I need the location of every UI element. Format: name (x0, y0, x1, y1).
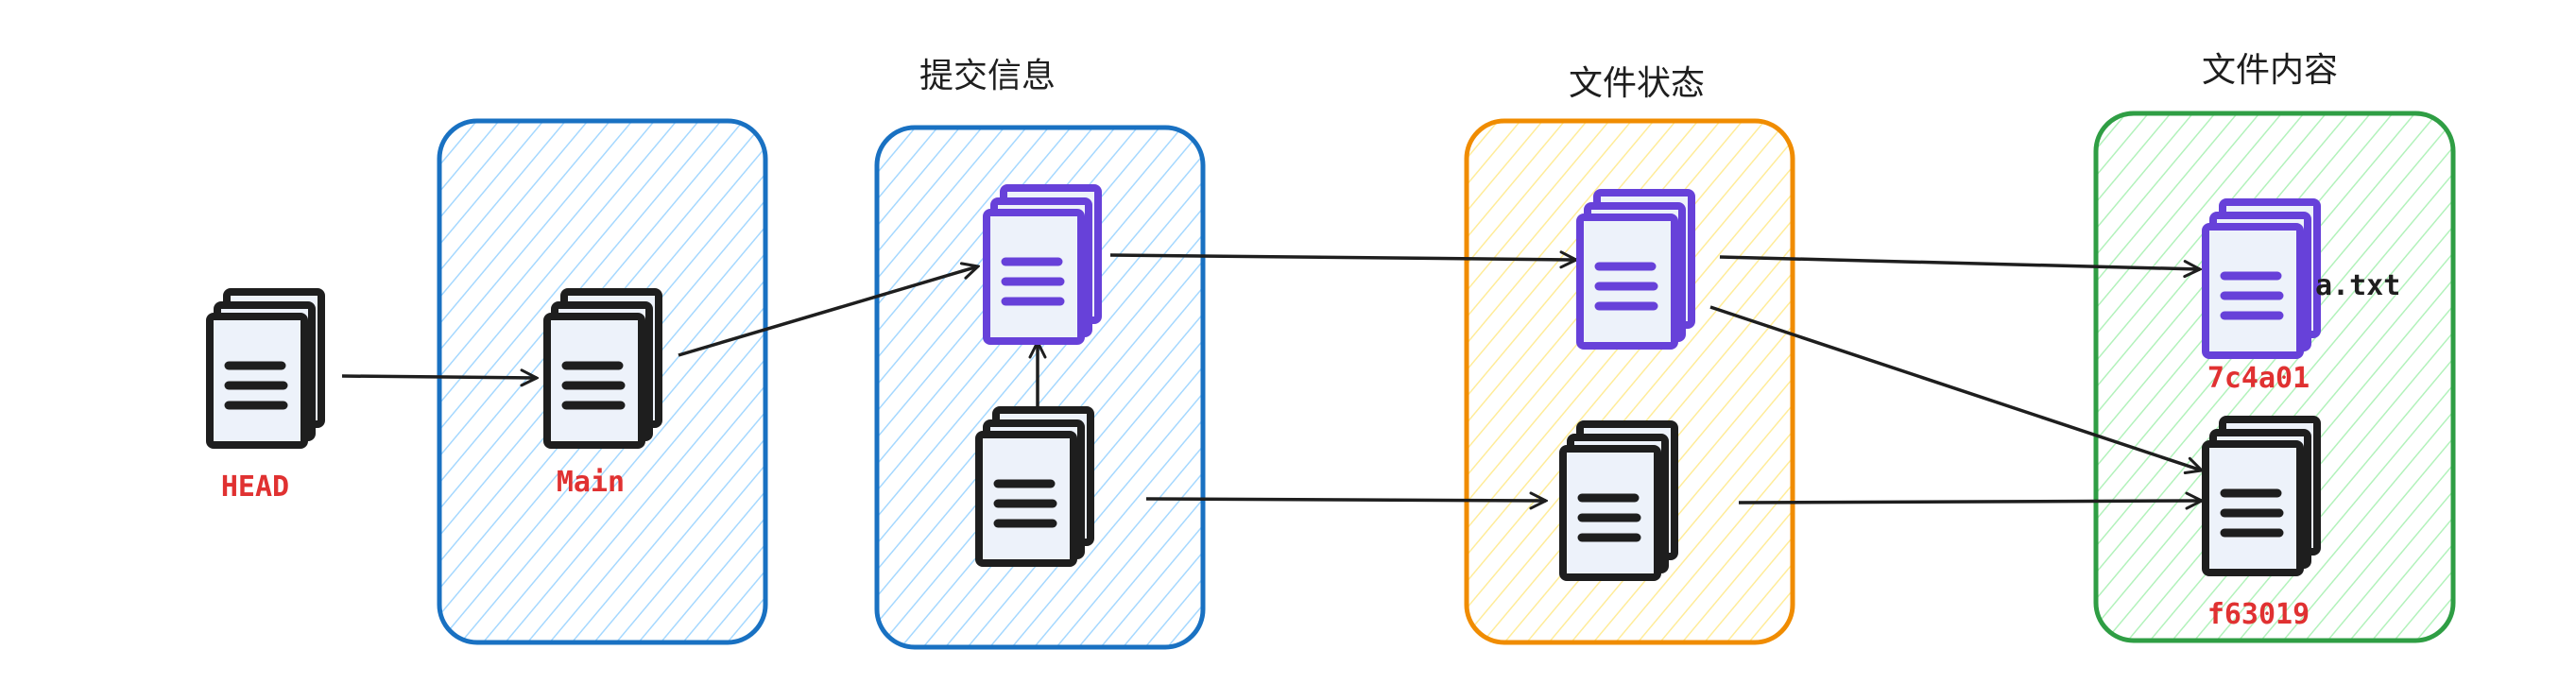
commit-container (874, 125, 1206, 650)
main-document-icon (547, 292, 659, 445)
filename-label: a.txt (2315, 269, 2400, 302)
head-label: HEAD (221, 470, 289, 504)
main-label: Main (557, 466, 625, 499)
arrow-commit-to-tree (1109, 255, 1576, 260)
file-state-title: 文件状态 (1569, 64, 1705, 103)
arrow-tree-to-blob-bottom (1709, 305, 2202, 470)
file-content-title: 文件内容 (2202, 51, 2338, 90)
commit-document-icon (987, 188, 1098, 341)
commit-info-title: 提交信息 (919, 57, 1056, 95)
blob-bottom-document-icon (2206, 419, 2317, 573)
arrow-tree2-to-blob-bottom (1738, 501, 2202, 503)
tree-document-icon (1580, 193, 1692, 346)
hash-label-top: 7c4a01 (2207, 362, 2310, 395)
blob-top-document-icon (2206, 202, 2317, 355)
arrow-parent-to-tree (1145, 499, 1546, 501)
arrow-tree-to-blob-top (1719, 255, 2200, 269)
arrow-head-to-main (341, 376, 537, 378)
arrow-main-to-commit (678, 266, 978, 357)
tree2-document-icon (1563, 424, 1674, 577)
head-document-icon (210, 292, 321, 445)
file-state-container (1464, 118, 1795, 645)
parent-commit-document-icon (979, 410, 1091, 563)
hash-label-bottom: f63019 (2207, 598, 2310, 631)
arrows (341, 255, 2202, 503)
